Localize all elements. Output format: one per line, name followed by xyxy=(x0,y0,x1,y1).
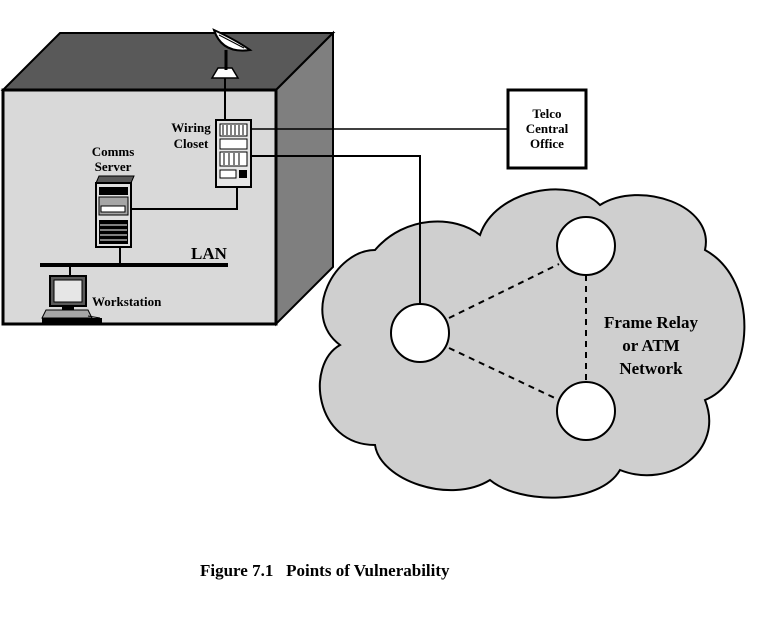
comms-server-label-line2: Server xyxy=(95,159,132,174)
network-label-line3: Network xyxy=(619,359,683,378)
workstation-icon xyxy=(41,275,102,323)
network-node-top xyxy=(556,216,616,276)
figure-number: Figure 7.1 xyxy=(200,561,274,580)
virtual-circuit-1 xyxy=(448,263,560,319)
figure-title: Points of Vulnerability xyxy=(286,561,450,580)
building xyxy=(0,30,336,327)
network-label-line2: or ATM xyxy=(622,336,679,355)
closet-network-link xyxy=(251,155,421,305)
network-node-bottom xyxy=(556,381,616,441)
telco-label-line2: Central xyxy=(526,121,569,136)
workstation-label: Workstation xyxy=(92,294,162,309)
telco-label-line3: Office xyxy=(530,136,564,151)
comms-server-icon xyxy=(95,175,135,248)
satellite-dish-icon xyxy=(210,28,253,120)
wiring-closet-rack-icon xyxy=(215,119,252,188)
wiring-closet-label-line1: Wiring xyxy=(171,120,211,135)
figure-caption: Figure 7.1 Points of Vulnerability xyxy=(200,561,450,581)
telco-central-office-box xyxy=(506,88,588,170)
server-closet-link xyxy=(131,187,238,210)
wiring-closet-label-line2: Closet xyxy=(174,136,209,151)
network-node-left xyxy=(390,303,450,363)
lan-label: LAN xyxy=(191,244,228,263)
wan-cloud xyxy=(318,188,746,499)
comms-server-label-line1: Comms xyxy=(92,144,135,159)
virtual-circuit-2 xyxy=(448,347,560,401)
network-label-line1: Frame Relay xyxy=(604,313,698,332)
telco-label-line1: Telco xyxy=(532,106,561,121)
